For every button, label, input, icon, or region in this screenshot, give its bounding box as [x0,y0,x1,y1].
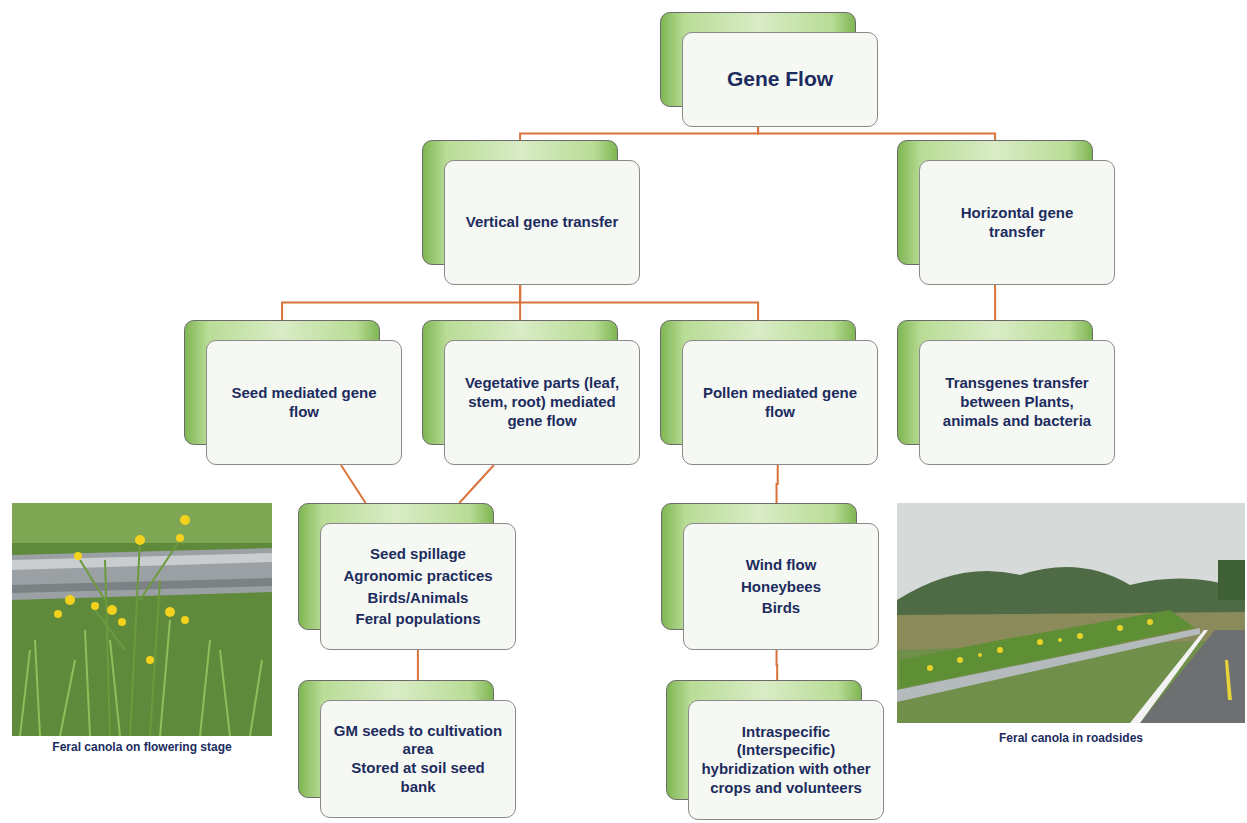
card-face: Intraspecific (Interspecific) hybridizat… [688,700,884,820]
card-label: Horizontal gene transfer [932,204,1102,242]
card-label: Agronomic practices [343,565,492,587]
connector-line [520,127,758,140]
card-label: Seed spillage [343,543,492,565]
card-text: Pollen mediated gene flow [683,376,877,430]
card-text: GM seeds to cultivation areaStored at so… [321,714,515,805]
gene-flow-card: Vertical gene transfer [422,140,640,285]
gene-flow-card: Wind flowHoneybeesBirds [661,503,879,650]
card-face: Wind flowHoneybeesBirds [683,523,879,650]
gene-flow-card: Seed mediated gene flow [184,320,402,465]
card-label: Intraspecific (Interspecific) hybridizat… [701,723,871,798]
card-face: Horizontal gene transfer [919,160,1115,285]
connector-line [417,650,419,680]
connector-line [282,285,520,320]
card-text: Transgenes transfer between Plants, anim… [920,366,1114,438]
connector-line [994,285,996,320]
card-face: Vertical gene transfer [444,160,640,285]
card-text: Wind flowHoneybeesBirds [729,546,833,627]
gene-flow-card: GM seeds to cultivation areaStored at so… [298,680,516,818]
gene-flow-card: Gene Flow [660,12,878,127]
card-label: Wind flow [741,554,821,576]
card-face: Gene Flow [682,32,878,127]
gene-flow-card: Intraspecific (Interspecific) hybridizat… [666,680,884,820]
card-text: Seed spillageAgronomic practicesBirds/An… [331,535,504,638]
roadside-photo [897,503,1245,723]
card-label: Seed mediated gene flow [219,384,389,422]
connector-line [520,285,758,320]
card-label: Vegetative parts (leaf, stem, root) medi… [457,374,627,430]
connector-line [341,465,366,503]
feral-canola-photo [12,503,272,736]
card-label: GM seeds to cultivation area [333,722,503,760]
gene-flow-card: Seed spillageAgronomic practicesBirds/An… [298,503,516,650]
card-text: Intraspecific (Interspecific) hybridizat… [689,715,883,806]
card-text: Vertical gene transfer [454,205,631,240]
gene-flow-card: Vegetative parts (leaf, stem, root) medi… [422,320,640,465]
card-label: Birds/Animals [343,587,492,609]
card-label: Stored at soil seed bank [333,759,503,797]
card-text: Seed mediated gene flow [207,376,401,430]
photo-caption: Feral canola in roadsides [897,731,1245,745]
card-label: Gene Flow [727,66,833,92]
card-face: Seed spillageAgronomic practicesBirds/An… [320,523,516,650]
connector-line [776,650,779,680]
card-face: Seed mediated gene flow [206,340,402,465]
card-label: Honeybees [741,576,821,598]
card-label: Transgenes transfer between Plants, anim… [932,374,1102,430]
gene-flow-card: Pollen mediated gene flow [660,320,878,465]
card-face: Transgenes transfer between Plants, anim… [919,340,1115,465]
card-text: Horizontal gene transfer [920,196,1114,250]
photo-caption: Feral canola on flowering stage [12,740,272,754]
connector-line [459,465,494,503]
card-label: Vertical gene transfer [466,213,619,232]
card-text: Gene Flow [715,58,845,100]
card-text: Vegetative parts (leaf, stem, root) medi… [445,366,639,438]
card-face: Vegetative parts (leaf, stem, root) medi… [444,340,640,465]
card-face: Pollen mediated gene flow [682,340,878,465]
card-label: Birds [741,597,821,619]
card-face: GM seeds to cultivation areaStored at so… [320,700,516,818]
card-label: Feral populations [343,608,492,630]
gene-flow-card: Transgenes transfer between Plants, anim… [897,320,1115,465]
connector-line [758,127,995,140]
gene-flow-card: Horizontal gene transfer [897,140,1115,285]
connector-line [777,465,778,503]
card-label: Pollen mediated gene flow [695,384,865,422]
